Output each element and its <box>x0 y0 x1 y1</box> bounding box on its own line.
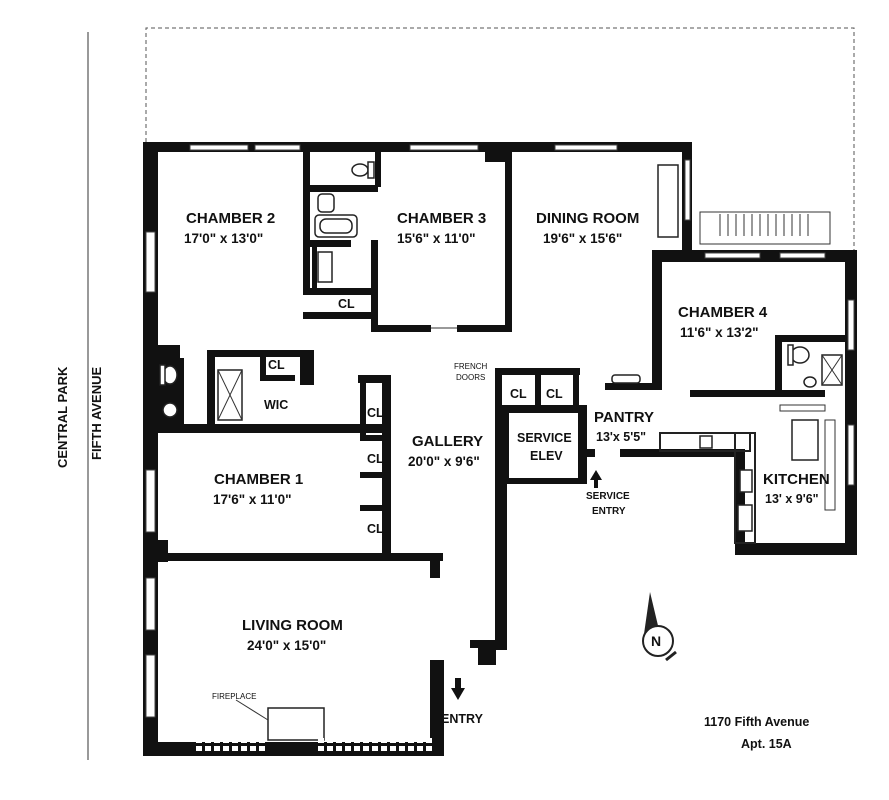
bath-fixtures <box>159 161 843 421</box>
radiator-slot <box>259 746 265 751</box>
radiator-slot <box>354 746 360 751</box>
entry-arrow-icon <box>451 678 465 700</box>
french-doors-line1: FRENCH <box>454 362 488 371</box>
radiator-slot <box>363 738 369 743</box>
closet-label: CL <box>510 387 527 401</box>
radiator-slot <box>336 738 342 743</box>
radiator-slot <box>381 738 387 743</box>
room-dims-living: 24'0" x 15'0" <box>247 638 326 653</box>
room-dims-chamber3: 15'6" x 11'0" <box>397 231 476 246</box>
room-name-kitchen: KITCHEN <box>763 471 830 488</box>
windows <box>145 144 855 718</box>
room-dims-chamber4: 11'6" x 13'2" <box>680 325 759 340</box>
room-name-gallery: GALLERY <box>412 433 483 450</box>
radiator-slot <box>399 738 405 743</box>
radiator-slot <box>223 738 229 743</box>
radiator-slot <box>390 738 396 743</box>
compass-letter: N <box>651 633 661 649</box>
radiator-slot <box>417 746 423 751</box>
service-entry-line1: SERVICE <box>586 491 630 502</box>
french-doors-line2: DOORS <box>456 373 485 382</box>
radiator-slot <box>196 738 202 743</box>
room-dims-kitchen: 13' x 9'6" <box>765 492 819 506</box>
radiator-slot <box>372 738 378 743</box>
terrace-outline <box>145 27 855 250</box>
fireplace-leader <box>235 699 269 721</box>
radiator-slot <box>250 746 256 751</box>
room-dims-pantry: 13'x 5'5" <box>596 430 646 444</box>
radiator-slot <box>214 746 220 751</box>
closet-label: CL <box>367 406 384 420</box>
radiators <box>196 738 432 751</box>
service-elev-line1: SERVICE <box>517 431 572 445</box>
service-elev-line2: ELEV <box>530 449 563 463</box>
radiator-slot <box>205 738 211 743</box>
room-name-living: LIVING ROOM <box>242 617 343 634</box>
radiator-slot <box>408 746 414 751</box>
closet-label: CL <box>367 452 384 466</box>
radiator-slot <box>363 746 369 751</box>
radiator-slot <box>345 738 351 743</box>
closet-label: CL <box>367 522 384 536</box>
closet-label: CL <box>268 358 285 372</box>
radiator-slot <box>390 746 396 751</box>
room-dims-gallery: 20'0" x 9'6" <box>408 454 480 469</box>
room-name-chamber4: CHAMBER 4 <box>678 304 768 321</box>
radiator-slot <box>241 746 247 751</box>
radiator-slot <box>205 746 211 751</box>
terrace-grille <box>719 214 809 236</box>
closet-label: CL <box>546 387 563 401</box>
address-line2: Apt. 15A <box>741 737 792 751</box>
kitchen-counters <box>659 404 836 544</box>
street-label-park: CENTRAL PARK <box>55 366 70 468</box>
radiator-slot <box>241 738 247 743</box>
room-dims-chamber1: 17'6" x 11'0" <box>213 492 292 507</box>
radiator-slot <box>381 746 387 751</box>
room-name-pantry: PANTRY <box>594 409 654 426</box>
compass-icon: N <box>642 592 677 662</box>
terrace-planter <box>699 211 831 245</box>
fireplace-label: FIREPLACE <box>212 692 256 701</box>
radiator-slot <box>408 738 414 743</box>
closet-label: CL <box>338 297 355 311</box>
room-dims-chamber2: 17'0" x 13'0" <box>184 231 263 246</box>
radiator-slot <box>214 738 220 743</box>
radiator-slot <box>327 746 333 751</box>
radiator-slot <box>196 746 202 751</box>
radiator-slot <box>399 746 405 751</box>
wic-label: WIC <box>264 398 288 412</box>
fireplace-hearth <box>267 707 325 741</box>
radiator-slot <box>327 738 333 743</box>
radiator-slot <box>259 738 265 743</box>
radiator-slot <box>372 746 378 751</box>
interior-walls <box>158 150 847 665</box>
address-line1: 1170 Fifth Avenue <box>704 715 809 729</box>
radiator-slot <box>250 738 256 743</box>
radiator-slot <box>426 746 432 751</box>
radiator-slot <box>232 738 238 743</box>
radiator-slot <box>232 746 238 751</box>
street-label-avenue: FIFTH AVENUE <box>89 367 104 460</box>
radiator-slot <box>318 738 324 743</box>
radiator-slot <box>354 738 360 743</box>
radiator-slot <box>223 746 229 751</box>
radiator-slot <box>417 738 423 743</box>
room-name-chamber1: CHAMBER 1 <box>214 471 303 488</box>
room-name-chamber3: CHAMBER 3 <box>397 210 486 227</box>
radiator-slot <box>345 746 351 751</box>
dining-bay <box>657 164 679 238</box>
service-entry-line2: ENTRY <box>592 506 626 517</box>
radiator-slot <box>336 746 342 751</box>
room-dims-dining: 19'6" x 15'6" <box>543 231 622 246</box>
radiator-slot <box>318 746 324 751</box>
service-entry-arrow-icon <box>590 470 602 488</box>
radiator-slot <box>426 738 432 743</box>
room-name-dining: DINING ROOM <box>536 210 639 227</box>
room-name-chamber2: CHAMBER 2 <box>186 210 275 227</box>
entry-label: ENTRY <box>441 712 484 726</box>
